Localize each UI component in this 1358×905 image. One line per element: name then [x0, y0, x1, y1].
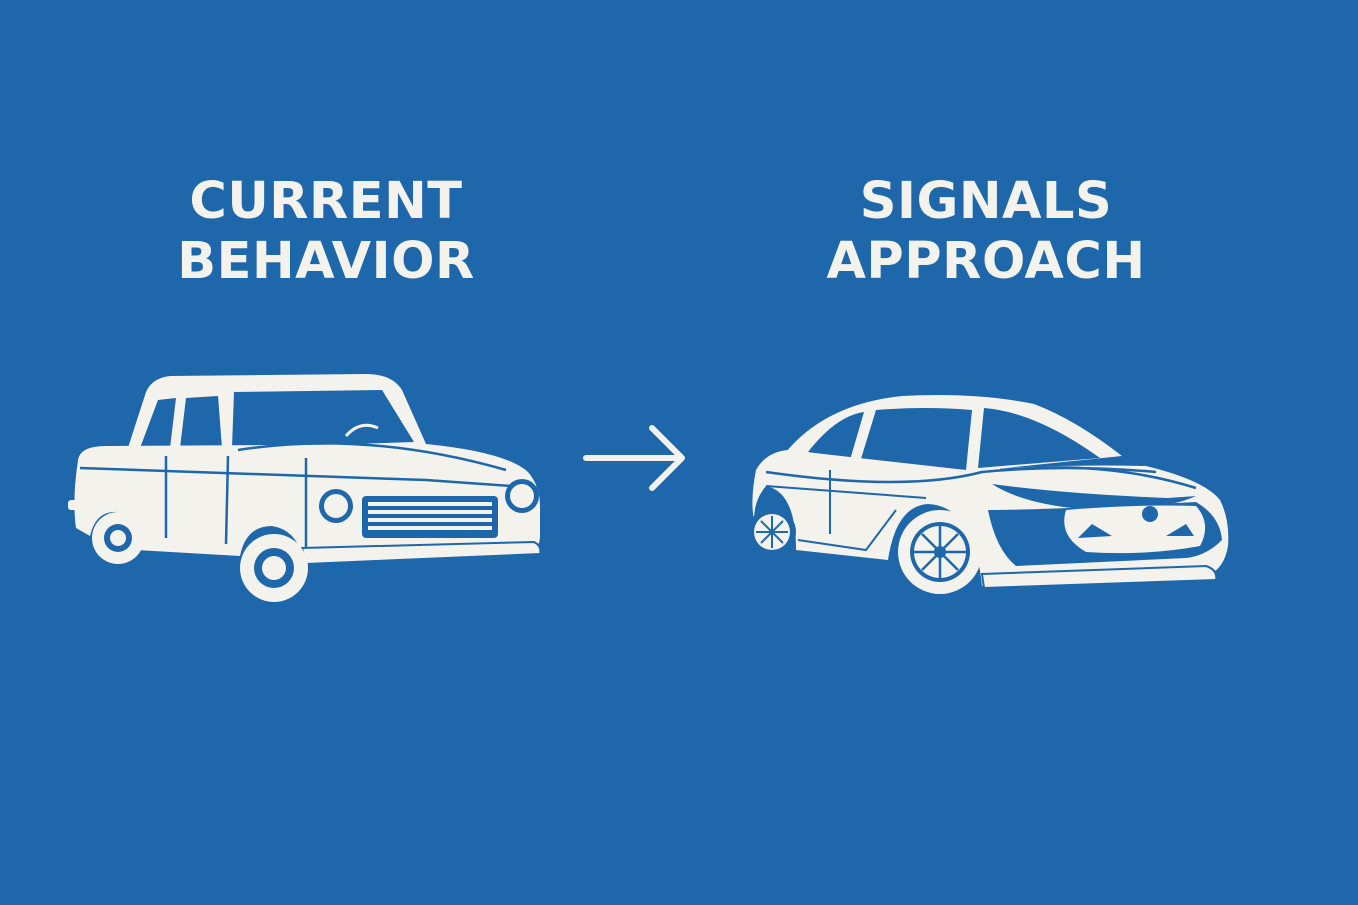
- current-behavior-heading: CURRENT BEHAVIOR: [66, 172, 586, 292]
- current-behavior-panel: CURRENT BEHAVIOR: [66, 0, 586, 905]
- modern-sedan-icon: [748, 395, 1229, 594]
- signals-approach-heading: SIGNALS APPROACH: [726, 172, 1246, 292]
- heading-line-1: CURRENT: [189, 172, 463, 231]
- signals-approach-panel: SIGNALS APPROACH: [726, 0, 1246, 905]
- heading-line-2: BEHAVIOR: [177, 232, 475, 291]
- right-arrow-icon: [583, 425, 685, 491]
- heading-line-1: SIGNALS: [859, 172, 1113, 231]
- heading-line-2: APPROACH: [826, 232, 1146, 291]
- classic-sedan-icon: [68, 374, 542, 602]
